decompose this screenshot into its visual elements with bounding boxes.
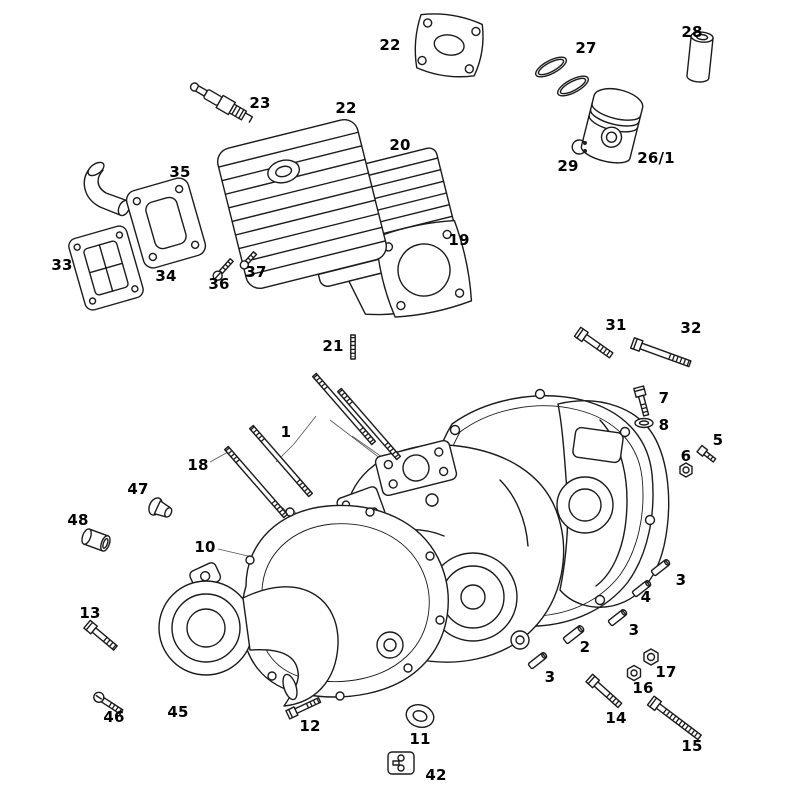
bolt-13 <box>83 619 118 651</box>
piston-rings <box>534 56 590 97</box>
circlip <box>571 139 587 155</box>
screw-36 <box>212 258 234 281</box>
plug-47 <box>148 497 173 518</box>
cylinder-stud <box>248 424 314 498</box>
seal-ring <box>405 703 435 729</box>
cylinder-stud <box>223 445 289 519</box>
screw-5 <box>696 444 717 463</box>
stud-21 <box>350 334 356 360</box>
intake-plate <box>125 177 207 269</box>
base-gasket <box>375 219 473 318</box>
dowel-pin <box>631 579 652 598</box>
cylinder-head <box>216 118 388 290</box>
exhaust-elbow <box>158 562 339 707</box>
bolt-31 <box>573 326 614 359</box>
spark-plug <box>189 82 254 123</box>
head-cover-gasket <box>414 13 484 78</box>
bolt-15 <box>646 695 702 741</box>
nut-16 <box>626 664 642 682</box>
bolt-12 <box>285 697 322 720</box>
reed-valve <box>68 225 144 311</box>
washer-8 <box>634 417 654 429</box>
dowel-pin <box>650 558 671 577</box>
piston <box>580 87 644 164</box>
nut-6 <box>679 462 693 478</box>
bushing-48 <box>81 528 111 552</box>
dowel-pin <box>562 624 585 645</box>
bolt-32 <box>629 337 692 368</box>
dowel-pin <box>607 608 628 627</box>
intake-pipe <box>83 161 131 217</box>
cylinder-stud <box>311 372 377 446</box>
piston-pin <box>686 31 714 83</box>
nut-17 <box>643 648 659 666</box>
screw-37 <box>239 251 258 270</box>
bolt-7 <box>633 385 650 417</box>
clamp-bracket <box>387 751 415 775</box>
screw-46 <box>93 691 124 715</box>
cylinder-stud <box>336 387 402 461</box>
bolt-14 <box>585 673 623 709</box>
dowel-pin <box>527 651 548 670</box>
